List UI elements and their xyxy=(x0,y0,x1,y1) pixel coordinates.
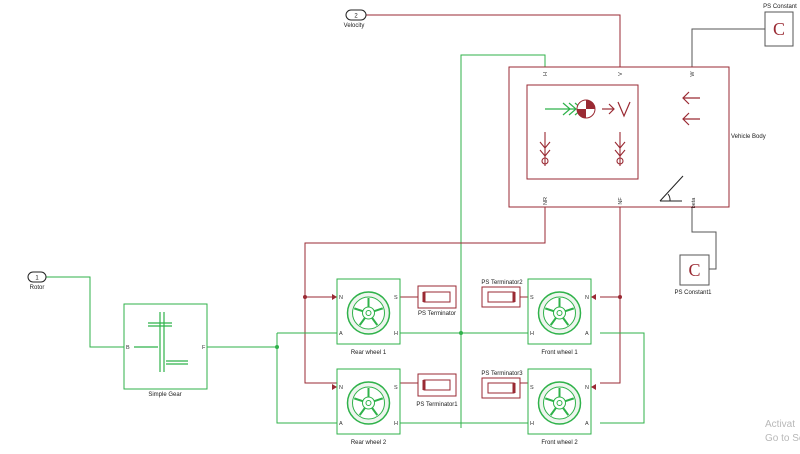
ps-constant1-label: PS Constant1 xyxy=(674,290,712,296)
rear-wheel-1-block[interactable]: N A H S Rear wheel 1 xyxy=(332,278,401,356)
ps-constant-label: PS Constant xyxy=(763,4,797,10)
tire-icon xyxy=(346,381,391,425)
velocity-outport[interactable]: 2 Velocity xyxy=(344,9,367,29)
gear-port-b: B xyxy=(126,345,130,351)
ps-terminator3-block[interactable]: PS Terminator3 xyxy=(481,371,523,399)
line-ps-constant1[interactable] xyxy=(691,207,717,270)
wheel-port-a: A xyxy=(585,421,589,427)
velocity-v-arrow-icon xyxy=(602,101,631,118)
simple-gear-block[interactable]: B F Simple Gear xyxy=(123,303,208,398)
rear-wheel-1-label: Rear wheel 1 xyxy=(351,350,387,356)
wheel-port-n: N xyxy=(339,295,343,301)
input-arrow-icon xyxy=(332,294,337,300)
constant-c-icon: C xyxy=(773,19,785,39)
front-wheel-2-label: Front wheel 2 xyxy=(541,440,578,446)
ps-constant1-block[interactable]: C PS Constant1 xyxy=(674,254,712,296)
wheel-port-a: A xyxy=(585,331,589,337)
ps-terminator2-block[interactable]: PS Terminator2 xyxy=(481,280,523,308)
body-port-v: V xyxy=(618,72,624,76)
rear-wheel-2-label: Rear wheel 2 xyxy=(351,440,387,446)
ps-terminator1-block[interactable]: PS Terminator1 xyxy=(416,373,458,408)
incline-angle-icon xyxy=(659,175,684,202)
force-arrows-icon xyxy=(682,91,700,126)
center-of-mass-icon xyxy=(576,99,596,119)
wheel-port-s: S xyxy=(530,295,534,301)
body-port-h: H xyxy=(543,72,549,76)
tire-icon xyxy=(537,381,582,425)
line-rear-a[interactable] xyxy=(276,333,337,424)
vehicle-body-label: Vehicle Body xyxy=(731,134,766,140)
line-body-h[interactable] xyxy=(460,54,546,428)
watermark-line1: Activat xyxy=(765,419,795,430)
line-front-a[interactable] xyxy=(600,332,645,424)
activation-watermark: Activat Go to Set xyxy=(765,419,800,444)
rear-wheel-2-block[interactable]: N A H S Rear wheel 2 xyxy=(332,368,401,446)
body-port-nr: NR xyxy=(543,197,549,205)
wheel-port-h: H xyxy=(394,421,398,427)
front-wheel-1-label: Front wheel 1 xyxy=(541,350,578,356)
wheel-port-n: N xyxy=(585,385,589,391)
ps-terminator3-label: PS Terminator3 xyxy=(481,371,523,377)
junction-dots xyxy=(275,295,622,349)
tire-icon xyxy=(346,291,391,335)
wheel-port-a: A xyxy=(339,331,343,337)
wheel-port-n: N xyxy=(585,295,589,301)
wheel-port-n: N xyxy=(339,385,343,391)
rotor-port-number: 1 xyxy=(35,276,39,282)
tire-icon xyxy=(537,291,582,335)
gear-icon xyxy=(134,312,188,372)
wheel-port-h: H xyxy=(530,421,534,427)
input-arrow-icon xyxy=(591,294,596,300)
ps-terminator-block[interactable]: PS Terminator xyxy=(417,285,457,317)
ps-terminator2-label: PS Terminator2 xyxy=(481,280,523,286)
line-ps-constant[interactable] xyxy=(691,28,765,67)
front-wheel-2-block[interactable]: N A H S Front wheel 2 xyxy=(527,368,596,446)
wheel-port-h: H xyxy=(394,331,398,337)
line-velocity[interactable] xyxy=(366,14,621,67)
ps-constant-block[interactable]: PS Constant C xyxy=(763,4,797,47)
input-arrow-icon xyxy=(332,384,337,390)
ps-terminator-label: PS Terminator xyxy=(418,311,456,317)
line-rotor[interactable] xyxy=(46,276,124,348)
wheel-port-s: S xyxy=(394,295,398,301)
velocity-label: Velocity xyxy=(344,23,365,29)
simple-gear-label: Simple Gear xyxy=(148,392,181,398)
connection-lines xyxy=(46,14,765,428)
wheel-port-s: S xyxy=(394,385,398,391)
input-arrow-icon xyxy=(591,384,596,390)
wheel-port-h: H xyxy=(530,331,534,337)
wheel-port-s: S xyxy=(530,385,534,391)
velocity-port-number: 2 xyxy=(354,14,358,20)
line-nr[interactable] xyxy=(304,207,546,384)
wheels-group: N A H S Rear wheel 1 N A H S Rear wheel 2 N A H S Fron… xyxy=(332,278,596,446)
ps-terminator1-label: PS Terminator1 xyxy=(416,402,458,408)
line-nf[interactable] xyxy=(600,207,621,384)
watermark-line2: Go to Set xyxy=(765,433,800,444)
rear-normal-force-icon xyxy=(539,132,551,166)
body-port-nf: NF xyxy=(618,197,624,205)
front-normal-force-icon xyxy=(614,132,626,166)
rotor-label: Rotor xyxy=(30,285,45,291)
front-wheel-1-block[interactable]: N A H S Front wheel 1 xyxy=(527,278,596,356)
constant1-c-icon: C xyxy=(688,260,700,280)
body-port-w: W xyxy=(690,71,696,77)
wheel-port-a: A xyxy=(339,421,343,427)
gear-port-f: F xyxy=(202,345,206,351)
rotor-inport[interactable]: 1 Rotor xyxy=(27,271,47,291)
vehicle-body-inner-frame xyxy=(526,84,639,180)
vehicle-body-block[interactable]: H V W NR NF beta xyxy=(508,66,766,209)
body-port-beta: beta xyxy=(691,197,697,209)
